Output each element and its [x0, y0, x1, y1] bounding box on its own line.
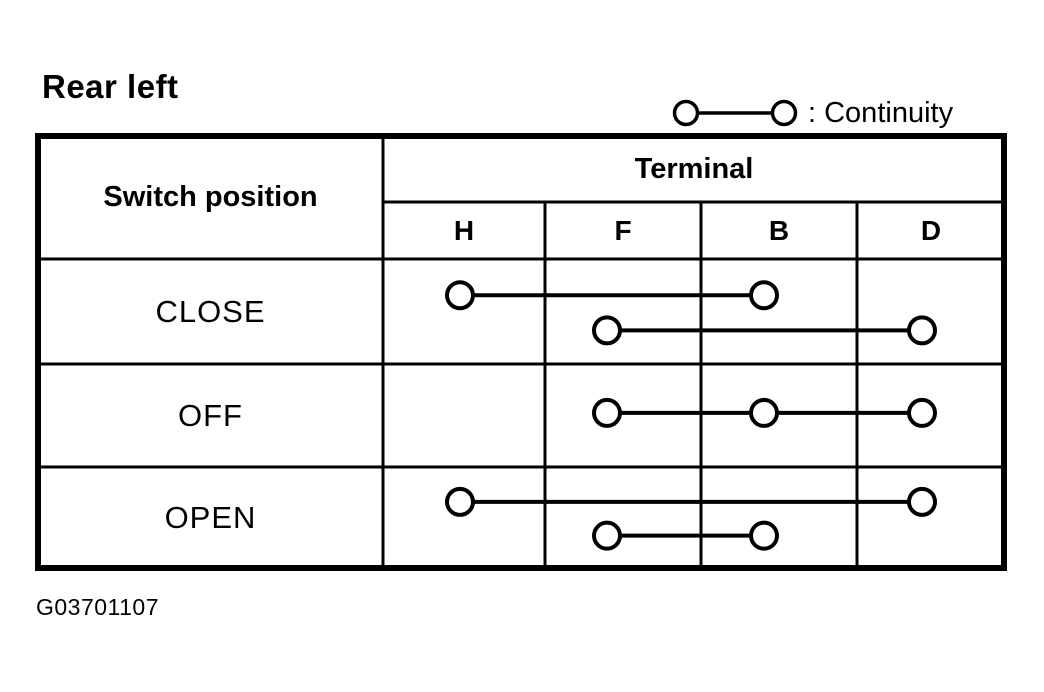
figure-id: G03701107	[36, 594, 160, 620]
terminal-column-header-h: H	[453, 214, 475, 246]
terminal-column-header-d: D	[920, 214, 942, 246]
terminal-group-header: Terminal	[634, 152, 754, 185]
switch-position-off: OFF	[178, 397, 243, 433]
terminal-column-header-b: B	[768, 214, 790, 246]
continuity-legend: : Continuity	[672, 94, 953, 132]
legend-label: : Continuity	[808, 96, 954, 129]
continuity-symbol-icon	[672, 99, 798, 127]
page-title: Rear left	[42, 68, 179, 105]
switch-position-close: CLOSE	[155, 293, 266, 329]
switch-position-open: OPEN	[164, 499, 257, 535]
switch-position-header: Switch position	[103, 181, 318, 213]
terminal-column-header-f: F	[614, 214, 632, 246]
